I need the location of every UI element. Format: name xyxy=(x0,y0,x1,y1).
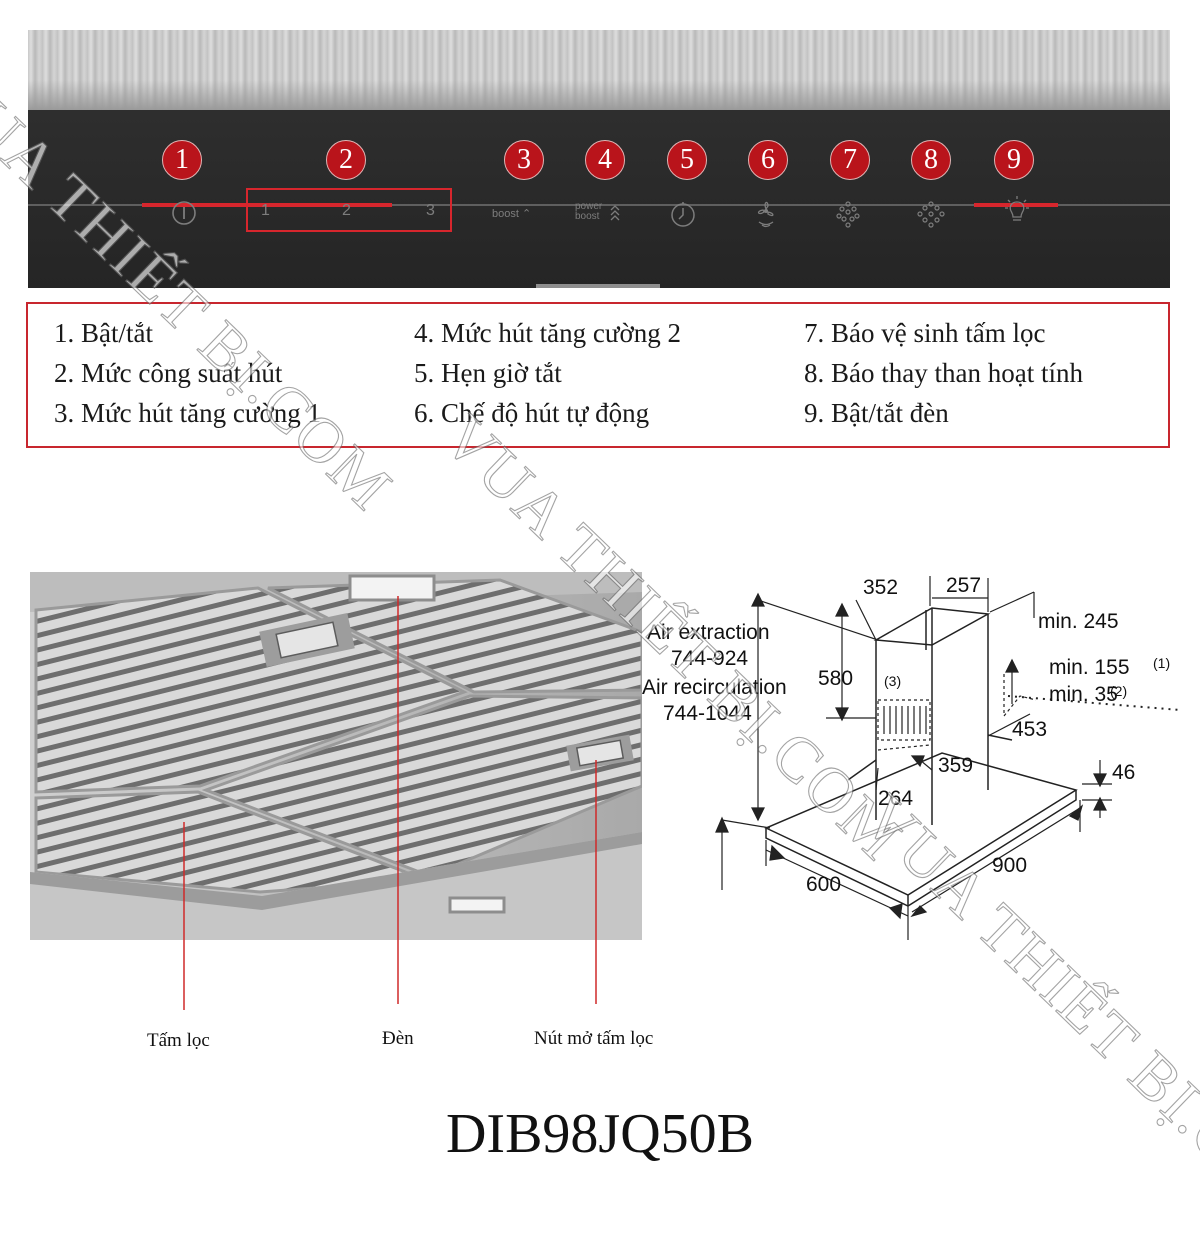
chevron-up-icon: ⌃ xyxy=(521,208,532,220)
power-icon[interactable] xyxy=(169,198,199,228)
legend-item-5: 5. Hẹn giờ tắt xyxy=(414,358,562,388)
dim-359: 359 xyxy=(938,754,973,777)
badge-4: 4 xyxy=(585,140,625,180)
dim-note-1: (1) xyxy=(1153,655,1170,671)
badge-9: 9 xyxy=(994,140,1034,180)
control-panel-photo: 1 2 3 4 5 6 7 8 9 1 2 3 boost ⌃ power bo… xyxy=(28,30,1170,288)
legend-item-7: 7. Báo vệ sinh tấm lọc xyxy=(804,318,1046,348)
stainless-steel-strip xyxy=(28,30,1170,110)
carbon-filter-icon[interactable] xyxy=(915,199,947,229)
level-3-button[interactable]: 3 xyxy=(426,202,435,219)
badge-6: 6 xyxy=(748,140,788,180)
dim-min245: min. 245 xyxy=(1038,610,1119,633)
double-chevron-up-icon xyxy=(610,205,620,221)
legend-item-4: 4. Mức hút tăng cường 2 xyxy=(414,318,682,348)
dim-264: 264 xyxy=(878,787,913,810)
hood-underside-photo xyxy=(30,572,642,940)
boost-button[interactable]: boost ⌃ xyxy=(492,208,532,220)
panel-bottom-tab xyxy=(536,284,660,288)
dim-453: 453 xyxy=(1012,718,1047,741)
caption-filter: Tấm lọc xyxy=(147,1030,210,1051)
power-boost-label-bottom: boost xyxy=(575,211,600,222)
level-2-button[interactable]: 2 xyxy=(342,202,351,219)
power-boost-button[interactable]: power boost xyxy=(575,202,602,222)
dim-46: 46 xyxy=(1112,761,1135,784)
rail-highlight-left xyxy=(142,203,392,207)
dim-min35: min. 35 xyxy=(1049,683,1118,706)
dimension-drawing: 352 257 min. 245 Air extraction 744-924 … xyxy=(642,574,1181,940)
legend-item-6: 6. Chế độ hút tự động xyxy=(414,398,650,428)
dim-352: 352 xyxy=(863,576,898,599)
caption-light: Đèn xyxy=(382,1028,414,1049)
dim-air-extraction-range: 744-924 xyxy=(671,647,748,670)
boost-label: boost xyxy=(492,208,519,220)
badge-3: 3 xyxy=(504,140,544,180)
dim-note-3: (3) xyxy=(884,673,901,689)
light-icon[interactable] xyxy=(1001,196,1033,230)
power-boost-label-top: power xyxy=(575,201,603,212)
badge-5: 5 xyxy=(667,140,707,180)
badge-2: 2 xyxy=(326,140,366,180)
legend-item-9: 9. Bật/tắt đèn xyxy=(804,398,949,428)
badge-8: 8 xyxy=(911,140,951,180)
dim-air-recirculation: Air recirculation xyxy=(642,676,787,699)
level-1-button[interactable]: 1 xyxy=(261,202,270,219)
dim-900: 900 xyxy=(992,854,1027,877)
dim-min155: min. 155 xyxy=(1049,656,1130,679)
model-number: DIB98JQ50B xyxy=(445,1103,755,1165)
badge-1: 1 xyxy=(162,140,202,180)
grease-filter-icon[interactable] xyxy=(833,199,863,229)
underside-illustration xyxy=(30,572,642,940)
power-level-group xyxy=(246,188,452,232)
dim-600: 600 xyxy=(806,873,841,896)
fan-sensor-icon[interactable] xyxy=(750,198,782,230)
badge-7: 7 xyxy=(830,140,870,180)
dim-air-extraction: Air extraction xyxy=(647,621,770,644)
legend-item-2: 2. Mức công suất hút xyxy=(54,358,283,388)
panel-rail xyxy=(28,204,1170,206)
dim-air-recirculation-range: 744-1044 xyxy=(663,702,752,725)
rail-highlight-right xyxy=(974,203,1058,207)
legend-item-1: 1. Bật/tắt xyxy=(54,318,153,348)
dim-note-2: (2) xyxy=(1110,683,1127,699)
legend-item-3: 3. Mức hút tăng cường 1 xyxy=(54,398,322,428)
dim-257: 257 xyxy=(946,574,981,597)
dim-580: 580 xyxy=(818,667,853,690)
caption-filter-release: Nút mở tấm lọc xyxy=(534,1028,654,1049)
glass-control-strip xyxy=(28,110,1170,288)
timer-icon[interactable] xyxy=(668,199,698,229)
legend-box xyxy=(26,302,1170,448)
legend-item-8: 8. Báo thay than hoạt tính xyxy=(804,358,1083,388)
